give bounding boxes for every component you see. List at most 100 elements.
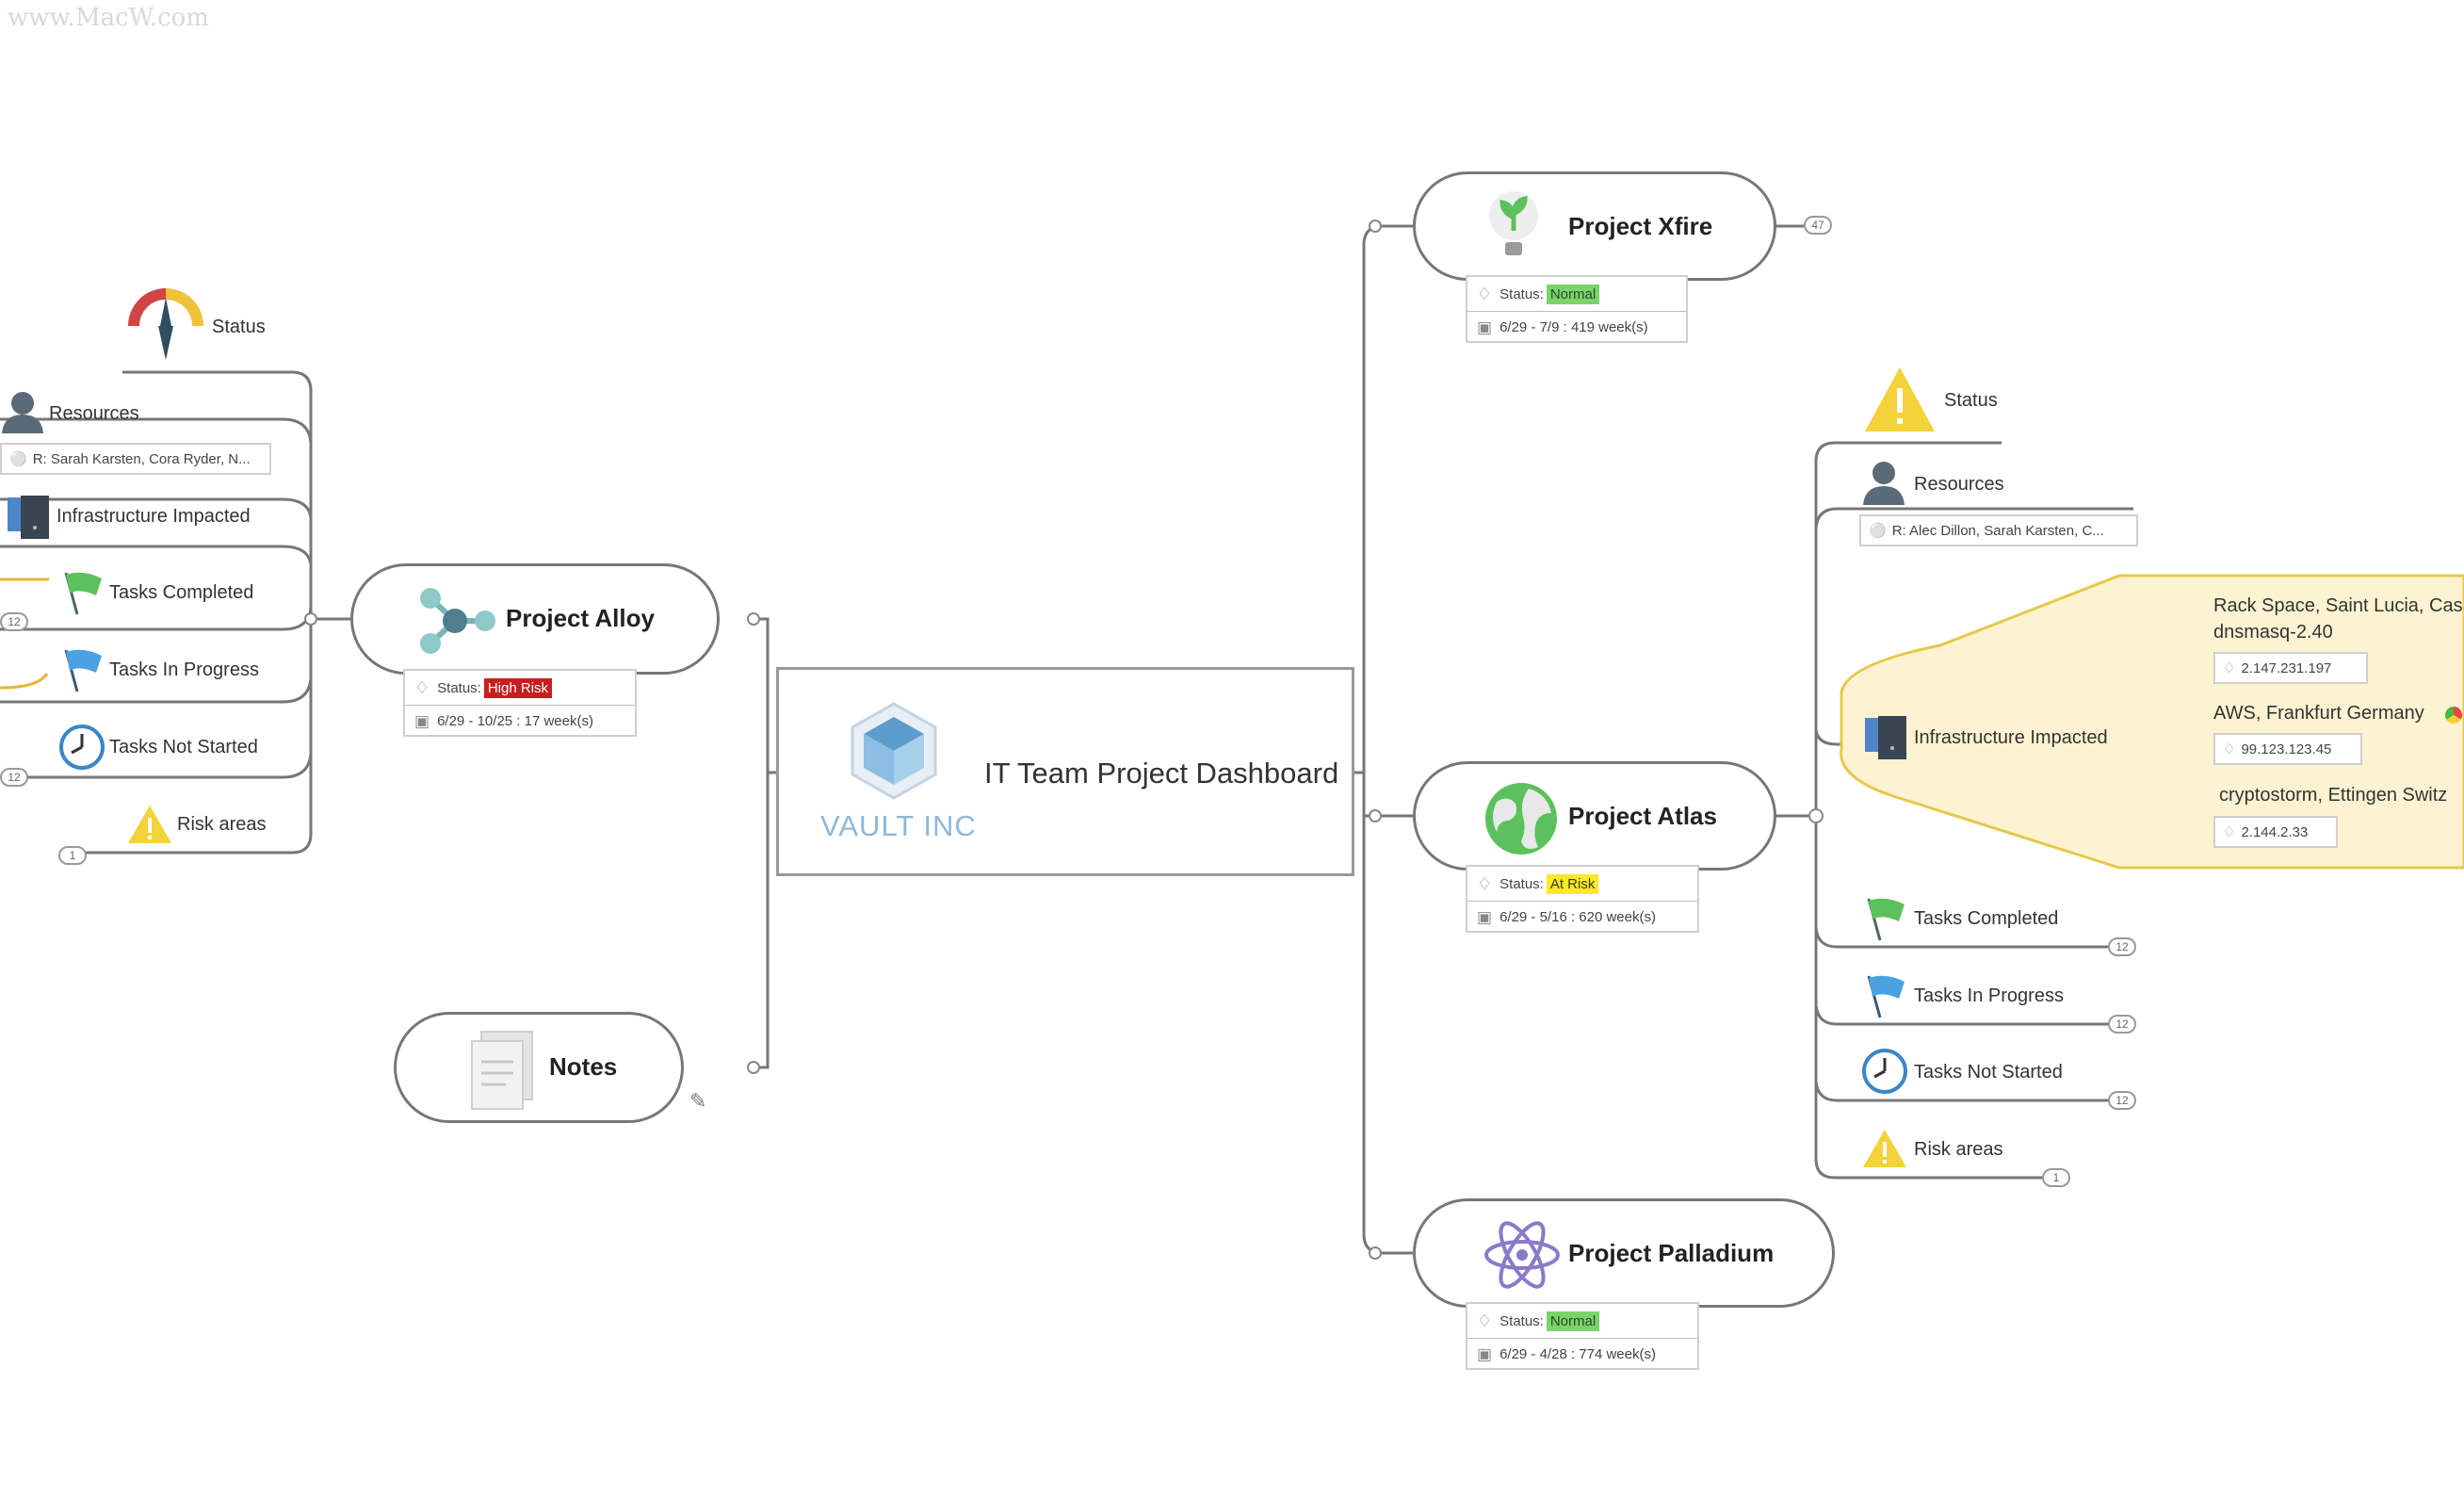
right-tasks-in-progress-label[interactable]: Tasks In Progress (1914, 985, 2064, 1006)
right-resources-label[interactable]: Resources (1914, 474, 2004, 495)
xfire-count-badge[interactable]: 47 (1804, 216, 1832, 235)
calendar-icon: ▣ (1477, 907, 1493, 926)
date-range: 6/29 - 7/9 : 419 week(s) (1499, 319, 1648, 335)
project-xfire-info: ♢ Status: Normal ▣ 6/29 - 7/9 : 419 week… (1466, 275, 1688, 343)
infra-2-ip: 99.123.123.45 (2241, 741, 2332, 757)
infra-1-name[interactable]: Rack Space, Saint Lucia, Cas (2213, 595, 2463, 616)
right-risk-count-badge[interactable]: 1 (2042, 1168, 2070, 1187)
left-resources-label[interactable]: Resources (49, 403, 139, 424)
tag-icon: ♢ (2223, 741, 2236, 757)
project-atlas-title: Project Atlas (1568, 802, 1717, 830)
infra-2-name[interactable]: AWS, Frankfurt Germany (2213, 703, 2424, 724)
person-icon (1863, 462, 1905, 505)
right-risk-areas-label[interactable]: Risk areas (1914, 1139, 2003, 1160)
infra-1-ip: 2.147.231.197 (2241, 659, 2332, 676)
right-in-progress-count-badge[interactable]: 12 (2108, 1015, 2136, 1034)
warning-icon (1863, 1130, 1906, 1167)
left-risk-count-badge[interactable]: 1 (58, 846, 87, 865)
status-label: Status: (437, 679, 481, 696)
date-range: 6/29 - 5/16 : 620 week(s) (1499, 909, 1656, 925)
status-badge: Normal (1546, 1311, 1600, 1331)
status-row: ♢ Status: High Risk (405, 672, 635, 704)
tag-icon: ♢ (1477, 873, 1493, 893)
date-range: 6/29 - 4/28 : 774 week(s) (1499, 1346, 1656, 1362)
status-row: ♢ Status: Normal (1467, 278, 1686, 310)
tag-icon: ♢ (2223, 824, 2236, 840)
project-alloy-info: ♢ Status: High Risk ▣ 6/29 - 10/25 : 17 … (403, 669, 637, 737)
date-row: ▣ 6/29 - 4/28 : 774 week(s) (1467, 1338, 1697, 1370)
person-icon (2, 392, 43, 433)
date-row: ▣ 6/29 - 10/25 : 17 week(s) (405, 705, 635, 737)
vault-logo-icon (851, 702, 937, 800)
right-status-label[interactable]: Status (1944, 390, 1998, 411)
project-palladium-title: Project Palladium (1568, 1239, 1775, 1267)
right-completed-count-badge[interactable]: 12 (2108, 937, 2136, 956)
globe-icon (1485, 783, 1557, 855)
project-xfire-node[interactable]: Project Xfire (1413, 171, 1776, 281)
right-resources-detail: ⚪ R: Alec Dillon, Sarah Karsten, C... (1859, 514, 2138, 546)
project-palladium-node[interactable]: Project Palladium (1413, 1198, 1835, 1308)
green-flag-icon (64, 572, 102, 615)
date-row: ▣ 6/29 - 5/16 : 620 week(s) (1467, 901, 1697, 933)
calendar-icon: ▣ (1477, 318, 1493, 336)
project-atlas-info: ♢ Status: At Risk ▣ 6/29 - 5/16 : 620 we… (1466, 865, 1699, 933)
blue-flag-icon (1867, 975, 1905, 1018)
network-icon (420, 588, 495, 654)
person-outline-icon: ⚪ (1869, 523, 1887, 539)
left-status-label[interactable]: Status (212, 317, 266, 337)
left-risk-areas-label[interactable]: Risk areas (177, 814, 267, 835)
clock-icon (1862, 1049, 1907, 1094)
right-tasks-completed-label[interactable]: Tasks Completed (1914, 908, 2059, 929)
project-palladium-info: ♢ Status: Normal ▣ 6/29 - 4/28 : 774 wee… (1466, 1302, 1699, 1370)
infra-3-ip-box: ♢ 2.144.2.33 (2213, 816, 2338, 848)
central-title: IT Team Project Dashboard (984, 757, 1339, 790)
infra-3-name[interactable]: cryptostorm, Ettingen Switz (2219, 785, 2448, 806)
left-tasks-not-started-label[interactable]: Tasks Not Started (109, 737, 258, 757)
lightbulb-icon (1489, 191, 1538, 255)
left-infrastructure-label[interactable]: Infrastructure Impacted (57, 506, 251, 527)
infra-3-ip: 2.144.2.33 (2241, 823, 2309, 840)
left-not-started-count-badge[interactable]: 12 (0, 768, 28, 787)
status-badge: Normal (1546, 284, 1600, 304)
server-icon (8, 496, 49, 539)
right-not-started-count-badge[interactable]: 12 (2108, 1091, 2136, 1110)
right-tasks-not-started-label[interactable]: Tasks Not Started (1914, 1062, 2063, 1083)
project-alloy-node[interactable]: Project Alloy (350, 563, 720, 675)
warning-icon (1865, 367, 1935, 431)
central-topic[interactable]: IT Team Project Dashboard VAULT INC (776, 667, 1354, 876)
resources-detail-text: R: Sarah Karsten, Cora Ryder, N... (32, 450, 251, 467)
tag-icon: ♢ (414, 677, 430, 697)
chrome-icon (2445, 707, 2462, 724)
project-alloy-title: Project Alloy (506, 604, 655, 632)
left-completed-count-badge[interactable]: 12 (0, 612, 28, 631)
status-badge: High Risk (483, 677, 553, 698)
green-flag-icon (1867, 898, 1905, 941)
tag-icon: ♢ (2223, 660, 2236, 676)
date-row: ▣ 6/29 - 7/9 : 419 week(s) (1467, 311, 1686, 343)
left-tasks-completed-label[interactable]: Tasks Completed (109, 582, 254, 603)
infra-1-subtitle: dnsmasq-2.40 (2213, 622, 2333, 643)
infrastructure-highlight (1840, 574, 2464, 870)
clock-icon (59, 725, 105, 770)
tag-icon: ♢ (1477, 1311, 1493, 1330)
status-badge: At Risk (1546, 873, 1599, 894)
status-label: Status: (1499, 285, 1544, 302)
warning-icon (128, 806, 171, 843)
status-label: Status: (1499, 1312, 1544, 1329)
tag-icon: ♢ (1477, 284, 1493, 303)
calendar-icon: ▣ (1477, 1344, 1493, 1363)
left-resources-detail: ⚪ R: Sarah Karsten, Cora Ryder, N... (0, 443, 271, 475)
status-row: ♢ Status: At Risk (1467, 868, 1697, 900)
infra-2-ip-box: ♢ 99.123.123.45 (2213, 733, 2362, 765)
project-atlas-node[interactable]: Project Atlas (1413, 761, 1776, 871)
right-infrastructure-label[interactable]: Infrastructure Impacted (1914, 727, 2108, 748)
atom-icon (1484, 1221, 1560, 1289)
gauge-icon (128, 288, 203, 360)
status-row: ♢ Status: Normal (1467, 1305, 1697, 1337)
person-outline-icon: ⚪ (9, 451, 27, 467)
note-edit-icon[interactable]: ✎ (689, 1089, 707, 1113)
left-tasks-in-progress-label[interactable]: Tasks In Progress (109, 659, 259, 680)
notes-node[interactable]: Notes (394, 1012, 684, 1123)
date-range: 6/29 - 10/25 : 17 week(s) (437, 713, 593, 729)
